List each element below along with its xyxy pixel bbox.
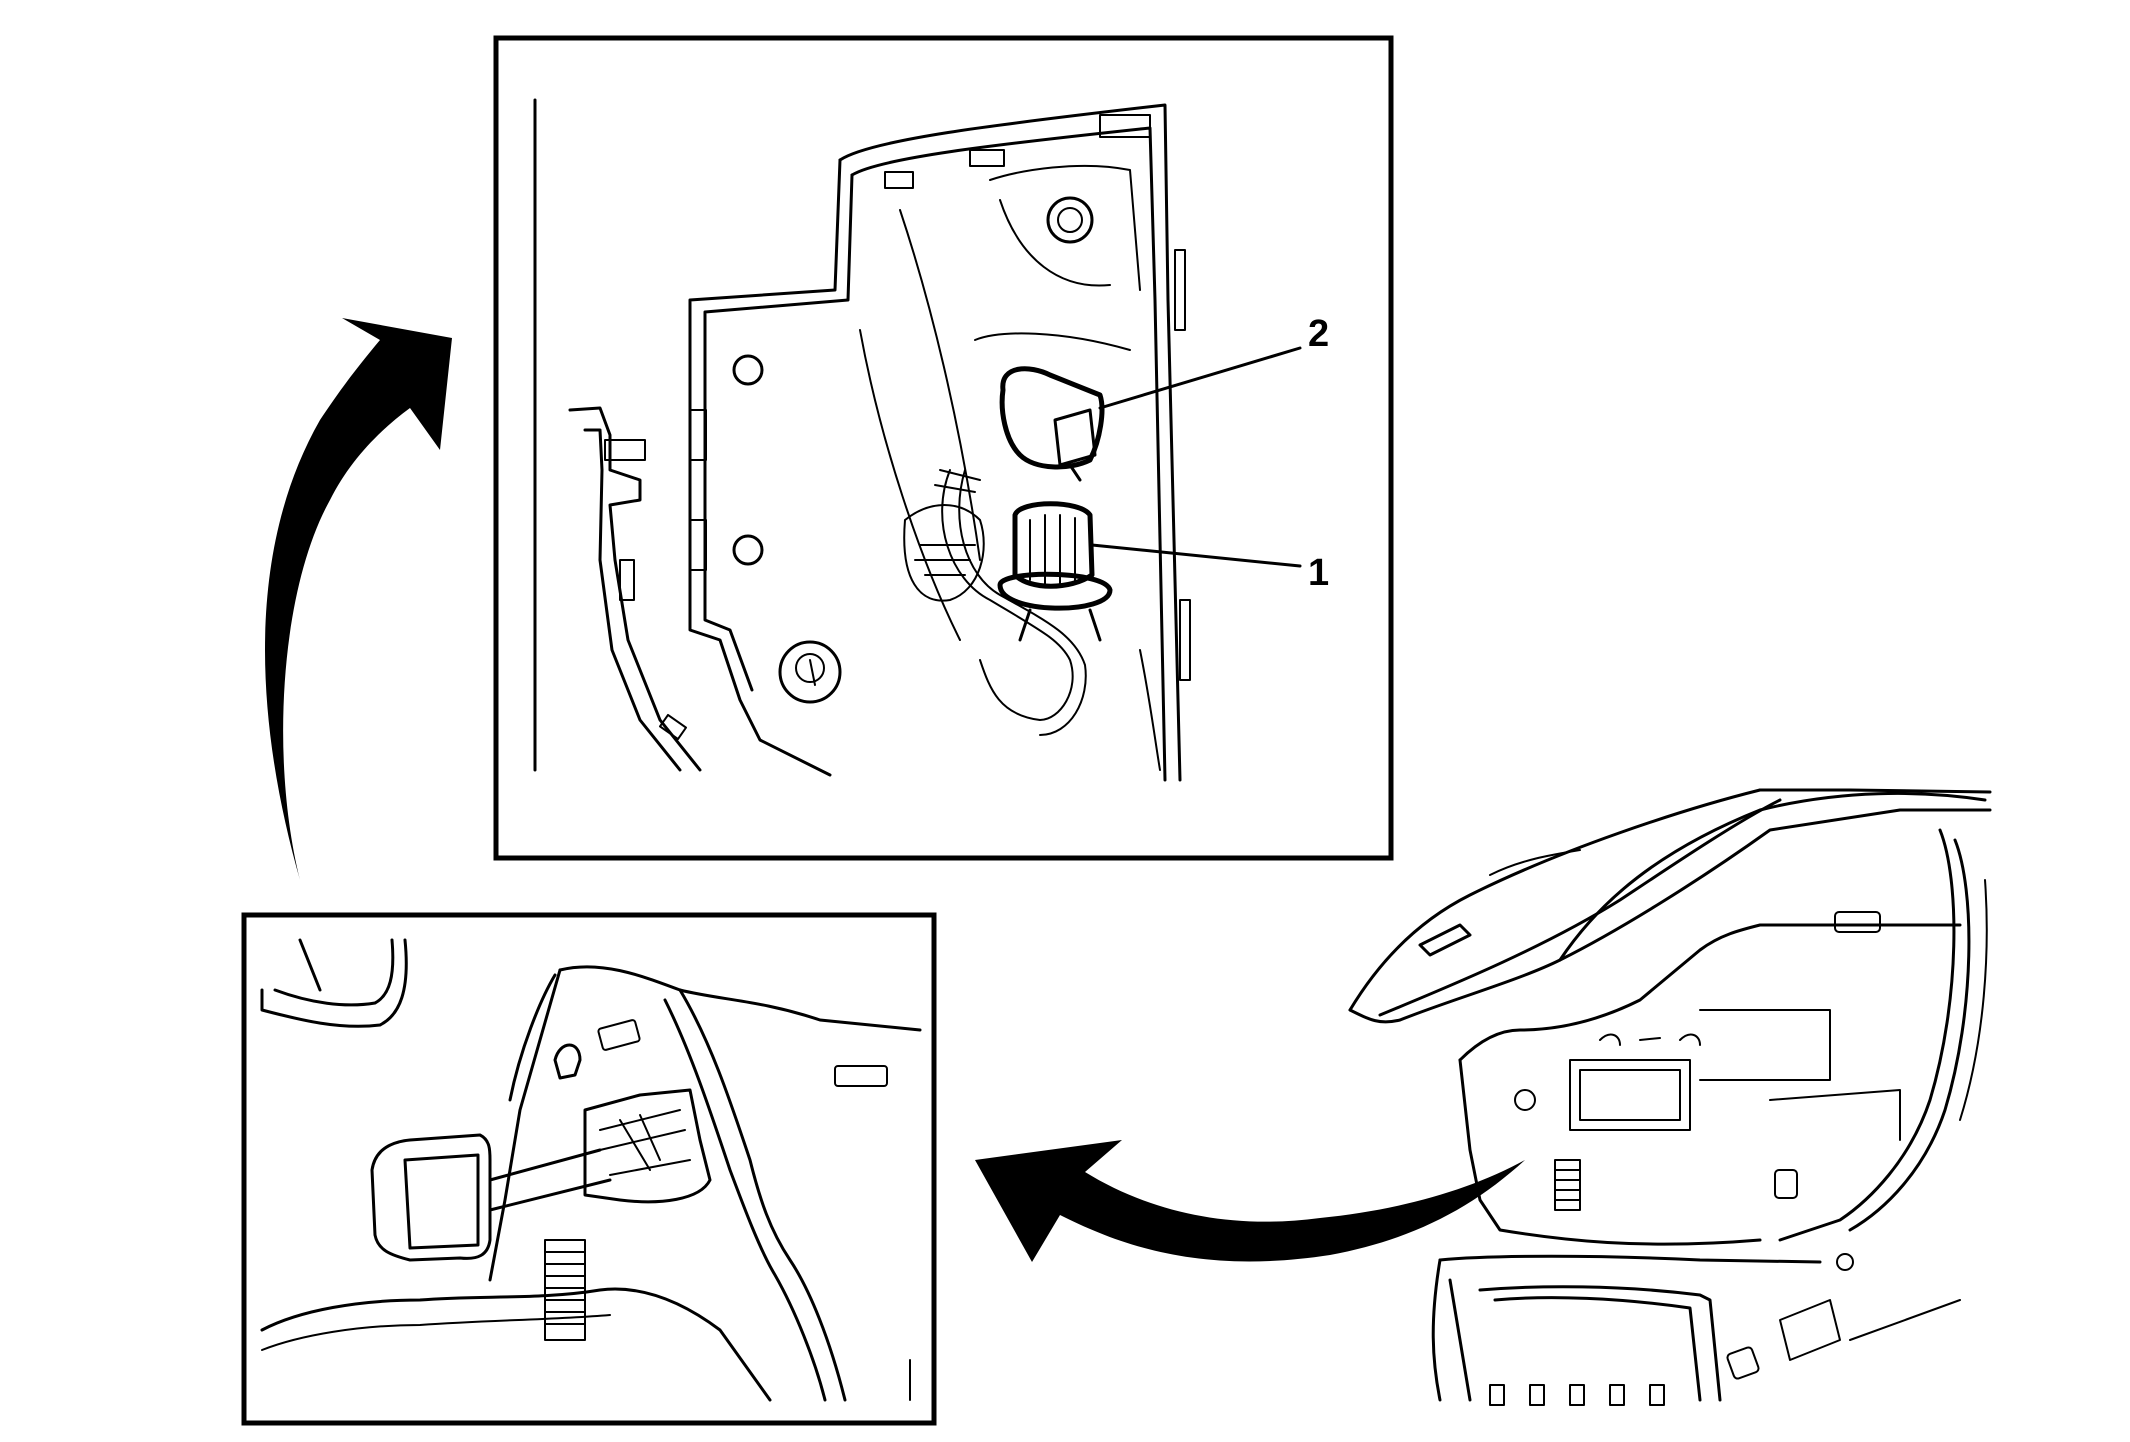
callout-2: 2	[1098, 313, 1329, 410]
detail-view-top: 2 1	[493, 35, 1394, 861]
curved-arrow-icon	[975, 1140, 1525, 1262]
bulb-socket	[997, 501, 1113, 642]
detail-view-bottom	[241, 912, 937, 1426]
callout-1-label: 1	[1308, 552, 1329, 594]
detail-view-bottom-frame	[241, 912, 937, 1426]
vehicle-rear-view	[1348, 788, 1992, 1406]
trim-panel-drawing	[260, 938, 922, 1402]
lamp-housing-drawing	[533, 98, 1191, 782]
detail-view-top-frame	[493, 35, 1394, 861]
bulb	[999, 366, 1105, 482]
vent	[544, 1239, 586, 1341]
callout-1: 1	[1090, 543, 1329, 594]
callout-2-label: 2	[1308, 313, 1329, 355]
curved-arrow-icon	[265, 318, 452, 880]
